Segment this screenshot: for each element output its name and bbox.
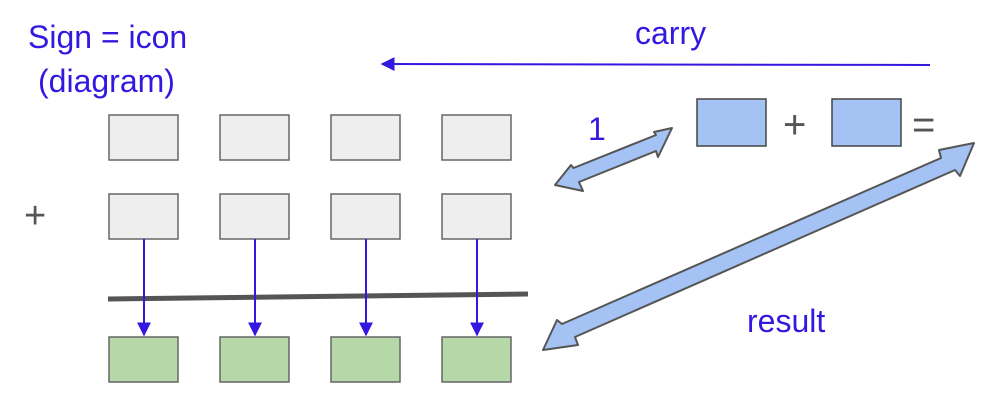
digit-box-second	[108, 193, 179, 240]
down-arrows	[137, 239, 484, 337]
one-label: 1	[588, 111, 606, 147]
digit-box-second	[441, 193, 512, 240]
carry-arrow	[380, 57, 931, 72]
second-row	[108, 193, 512, 240]
sum-line	[107, 291, 529, 302]
title-line-2: (diagram)	[38, 63, 175, 99]
digit-box-second	[219, 193, 290, 240]
title-line-1: Sign = icon	[28, 19, 187, 55]
result-box	[108, 336, 179, 383]
double-arrow-result	[542, 142, 975, 351]
digit-box-top	[108, 114, 179, 161]
plus-sign-right: +	[783, 103, 806, 147]
result-label: result	[747, 303, 825, 339]
result-box	[330, 336, 401, 383]
digit-box-top	[219, 114, 290, 161]
digit-box-top	[330, 114, 401, 161]
result-box	[219, 336, 290, 383]
digit-box-second	[330, 193, 401, 240]
plus-sign-left: +	[24, 195, 46, 237]
operand-box-left	[696, 98, 767, 147]
operand-box-right	[831, 98, 902, 147]
double-arrow-one	[554, 127, 673, 192]
equals-sign: =	[912, 103, 935, 147]
result-box	[441, 336, 512, 383]
result-row	[108, 336, 512, 383]
top-row	[108, 114, 512, 161]
carry-label: carry	[635, 15, 706, 51]
digit-box-top	[441, 114, 512, 161]
